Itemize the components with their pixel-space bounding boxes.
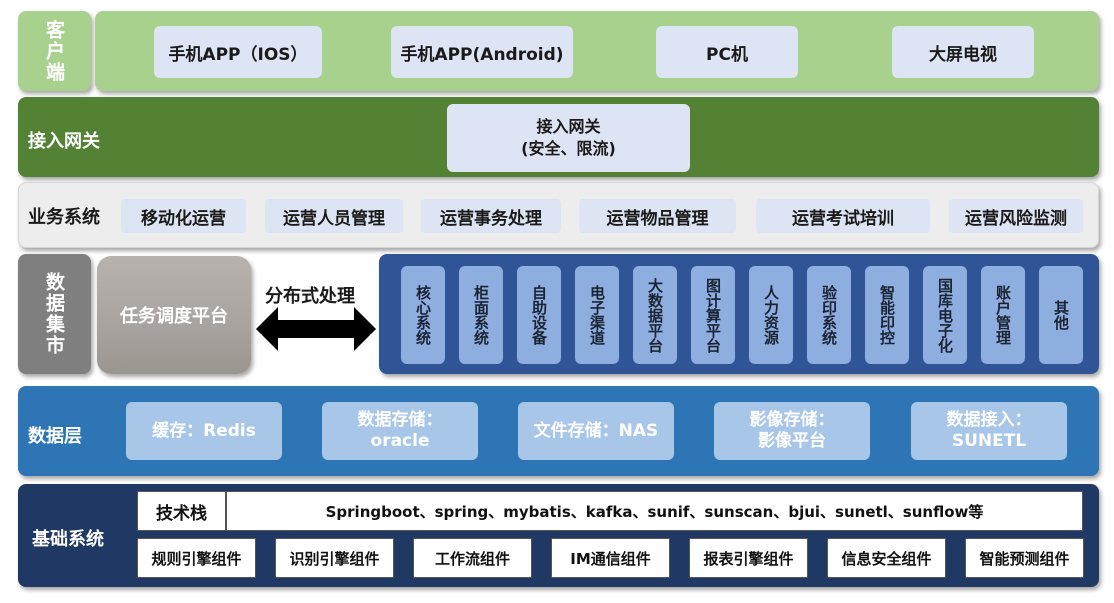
data-mart-system-0: 核心系统 <box>401 266 445 364</box>
data-mart-system-1: 柜面系统 <box>459 266 503 364</box>
base-component-1: 识别引擎组件 <box>275 538 394 578</box>
data-layer-item-line2: 影像平台 <box>758 431 826 451</box>
data-layer-item-1: 数据存储：oracle <box>322 402 478 460</box>
data-layer-item-4: 数据接入：SUNETL <box>911 402 1067 460</box>
business-item-staff-mgmt: 运营人员管理 <box>265 199 403 233</box>
data-mart-system-10: 账户管理 <box>981 266 1025 364</box>
business-layer-label: 业务系统 <box>28 207 100 228</box>
gateway-box-subtitle: (安全、限流) <box>521 139 616 158</box>
data-mart-system-2: 自助设备 <box>517 266 561 364</box>
gateway-box: 接入网关 (安全、限流) <box>447 104 690 172</box>
data-layer-item-line1: 数据存储： <box>357 410 443 430</box>
data-mart-label: 数据集市 <box>18 254 91 374</box>
data-mart-system-4: 大数据平台 <box>633 266 677 364</box>
business-item-risk-monitor: 运营风险监测 <box>949 199 1083 233</box>
base-component-5: 信息安全组件 <box>827 538 946 578</box>
data-layer-item-line1: 文件存储：NAS <box>533 420 659 441</box>
business-item-goods-mgmt: 运营物品管理 <box>579 199 736 233</box>
data-layer-item-line2: oracle <box>370 431 430 451</box>
data-layer-item-0: 缓存：Redis <box>126 402 282 460</box>
data-mart-system-7: 验印系统 <box>807 266 851 364</box>
business-item-exam-training: 运营考试培训 <box>756 199 930 233</box>
gateway-layer-label: 接入网关 <box>28 131 100 152</box>
data-layer-item-line1: 影像存储： <box>749 410 835 430</box>
gateway-box-title: 接入网关 <box>536 117 601 136</box>
data-layer-item-2: 文件存储：NAS <box>518 402 674 460</box>
base-component-2: 工作流组件 <box>413 538 532 578</box>
base-component-3: IM通信组件 <box>551 538 670 578</box>
client-item-ios: 手机APP（IOS） <box>154 26 322 78</box>
data-layer-item-3: 影像存储：影像平台 <box>714 402 870 460</box>
client-item-pc: PC机 <box>656 26 798 78</box>
data-mart-system-6: 人力资源 <box>749 266 793 364</box>
distributed-processing-label: 分布式处理 <box>265 286 355 307</box>
client-item-android: 手机APP(Android) <box>391 26 573 78</box>
data-mart-system-8: 智能印控 <box>865 266 909 364</box>
data-mart-system-3: 电子渠道 <box>575 266 619 364</box>
bidirectional-arrow-icon <box>256 307 376 351</box>
base-component-0: 规则引擎组件 <box>137 538 256 578</box>
tech-stack-label: 技术栈 <box>137 491 226 531</box>
data-layer-item-line2: SUNETL <box>951 431 1027 451</box>
data-layer-item-line1: 缓存：Redis <box>152 420 256 441</box>
data-mart-system-9: 国库电子化 <box>923 266 967 364</box>
data-layer-label: 数据层 <box>28 426 82 447</box>
tech-stack-value: Springboot、spring、mybatis、kafka、sunif、su… <box>226 491 1083 531</box>
task-scheduler-box: 任务调度平台 <box>97 256 251 374</box>
data-mart-system-5: 图计算平台 <box>691 266 735 364</box>
client-item-tv: 大屏电视 <box>892 26 1034 78</box>
client-layer-label: 客户端 <box>18 11 91 91</box>
data-mart-system-11: 其他 <box>1039 266 1083 364</box>
base-component-6: 智能预测组件 <box>965 538 1084 578</box>
base-layer-label: 基础系统 <box>32 529 104 550</box>
business-item-affairs: 运营事务处理 <box>421 199 561 233</box>
data-layer-item-line1: 数据接入： <box>946 410 1032 430</box>
business-item-mobile-ops: 移动化运营 <box>121 199 246 233</box>
base-component-4: 报表引擎组件 <box>689 538 808 578</box>
